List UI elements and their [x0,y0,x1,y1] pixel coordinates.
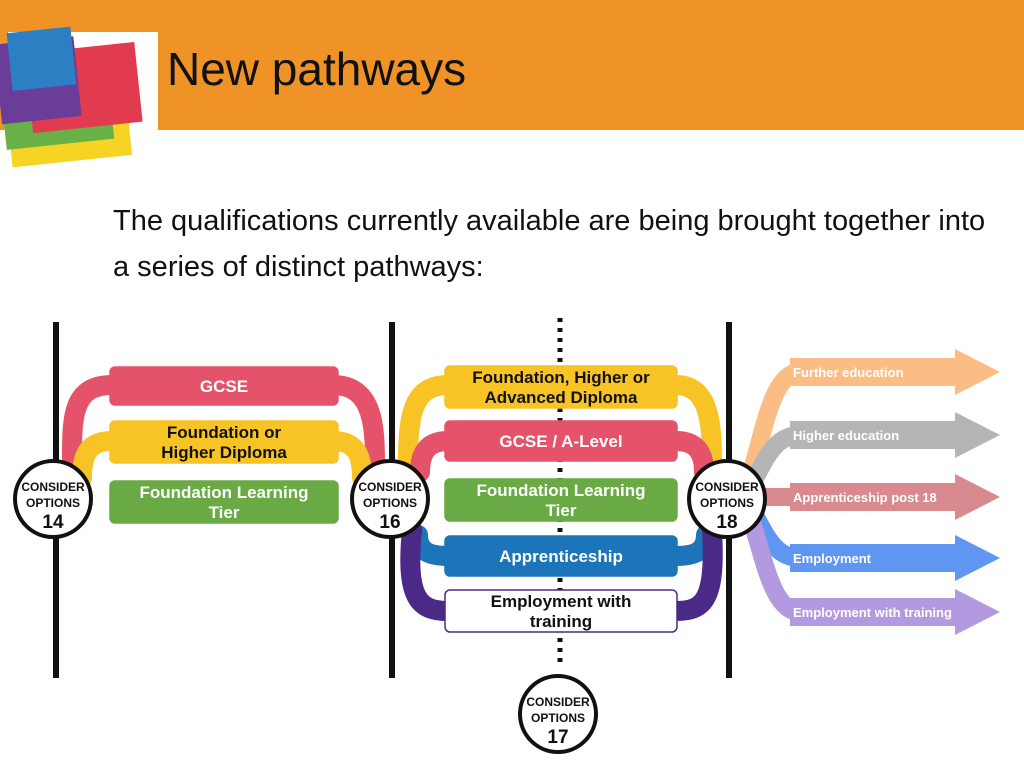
stage14-box-bg [109,366,339,406]
intro-text: The qualifications currently available a… [113,205,986,283]
stage16-box-label: Employment with [491,592,632,611]
milestone-line2: OPTIONS [700,496,754,510]
connector-employment [400,520,723,621]
brand-logo [0,26,158,168]
milestone-circle [518,674,598,754]
milestone-age-18: CONSIDER OPTIONS 18 [687,459,767,539]
milestone-age-16: CONSIDER OPTIONS 16 [350,459,430,539]
milestone-line1: CONSIDER [21,480,85,494]
stage16-box-label: GCSE / A-Level [499,432,622,451]
stage16-box-bg [444,478,678,522]
outcome-label: Higher education [793,428,899,443]
stage16-box-bg [444,365,678,409]
milestone-circle [13,459,93,539]
stage14-box-label: GCSE [200,377,248,396]
milestone-line2: OPTIONS [26,496,80,510]
outcome-arrow-shape [790,349,1000,395]
stage14-box-label: Foundation Learning [139,483,308,502]
milestone-line1: CONSIDER [358,480,422,494]
stage16-box-bg [444,535,678,577]
title-bar-underlay [0,130,1024,167]
milestone-line2: OPTIONS [363,496,417,510]
outcome-arrow-2: Apprenticeship post 18 [724,474,1000,520]
milestone-circle [687,459,767,539]
milestone-line1: CONSIDER [526,695,590,709]
milestone-age: 14 [42,512,64,533]
outcome-label: Employment [793,551,872,566]
stage14-box-bg [109,420,339,464]
milestone-age-14: CONSIDER OPTIONS 14 [13,459,93,539]
stage14-box-0: GCSE [109,366,339,406]
slide-title: New pathways [167,43,467,95]
outcome-label: Apprenticeship post 18 [793,490,937,505]
stage16-box-label: training [530,612,592,631]
stage16-box-label: Tier [546,501,577,520]
stage14-box-label: Higher Diploma [161,443,287,462]
stage16-box-label: Advanced Diploma [484,388,638,407]
milestone-circle [350,459,430,539]
milestones: CONSIDEROPTIONS14CONSIDEROPTIONS16CONSID… [13,459,767,754]
outcome-arrow-shape [790,474,1000,520]
stage16-box-label: Foundation, Higher or [472,368,650,387]
connectors-16-18 [398,375,723,621]
milestone-line2: OPTIONS [531,711,585,725]
stage14-box-label: Foundation or [167,423,282,442]
stage16-box-bg [444,589,678,633]
stage16-box-1: GCSE / A-Level [444,420,678,462]
stage14-box-bg [109,480,339,524]
stage16-box-3: Apprenticeship [444,535,678,577]
milestone-line1: CONSIDER [695,480,759,494]
stage16-box-bg [444,420,678,462]
milestone-age-17: CONSIDER OPTIONS 17 [518,674,598,754]
outcome-arrow-shape [790,589,1000,635]
outcome-label: Further education [793,365,904,380]
stage16-box-label: Foundation Learning [476,481,645,500]
milestone-age: 16 [379,512,400,533]
outcome-arrow-shape [790,412,1000,458]
connector-gcse [61,375,385,478]
outcome-label: Employment with training [793,605,952,620]
milestone-age: 18 [716,512,737,533]
stage16-box-label: Apprenticeship [499,547,623,566]
stage14-box-label: Tier [209,503,240,522]
milestone-age: 17 [547,727,568,748]
outcome-arrow-shape [790,535,1000,581]
title-bar [0,0,1024,130]
